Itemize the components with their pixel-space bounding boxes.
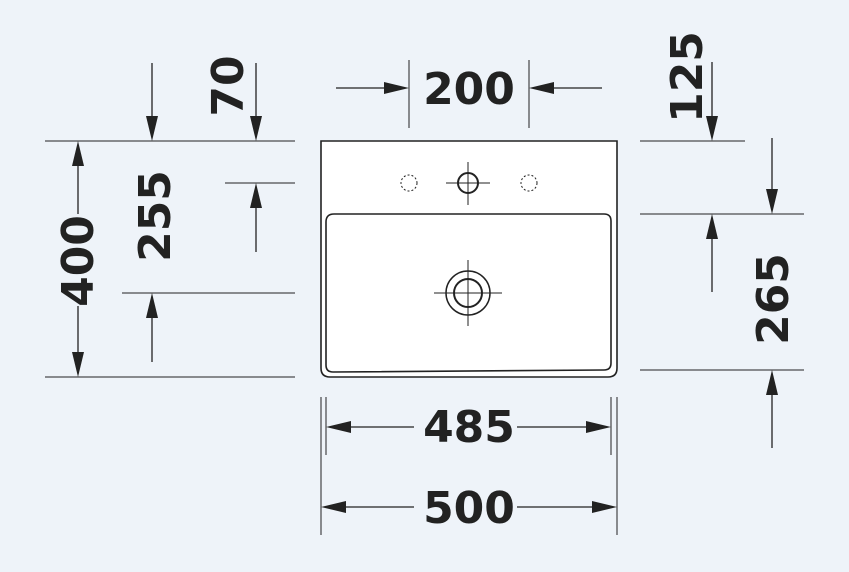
dim-255-label: 255	[130, 170, 181, 262]
optional-tap-hole-right	[520, 174, 538, 192]
dim-485: 485	[326, 402, 611, 453]
dim-125: 125	[662, 31, 778, 214]
dim-500: 500	[321, 483, 617, 534]
dim-125-label: 125	[662, 31, 713, 123]
drain-hole	[434, 260, 502, 326]
dim-255: 255	[130, 170, 262, 362]
dim-500-label: 500	[423, 483, 515, 534]
dim-200-label: 200	[423, 64, 515, 115]
dim-400: 400	[53, 141, 104, 377]
dim-200: 200	[336, 64, 602, 115]
dim-265: 265	[706, 214, 799, 448]
dim-485-label: 485	[423, 402, 515, 453]
dim-265-label: 265	[748, 253, 799, 345]
dim-70: 70	[146, 55, 262, 141]
optional-tap-hole-left	[400, 174, 418, 192]
dim-400-label: 400	[53, 215, 104, 307]
dim-70-label: 70	[203, 55, 254, 116]
tap-hole	[446, 162, 490, 205]
